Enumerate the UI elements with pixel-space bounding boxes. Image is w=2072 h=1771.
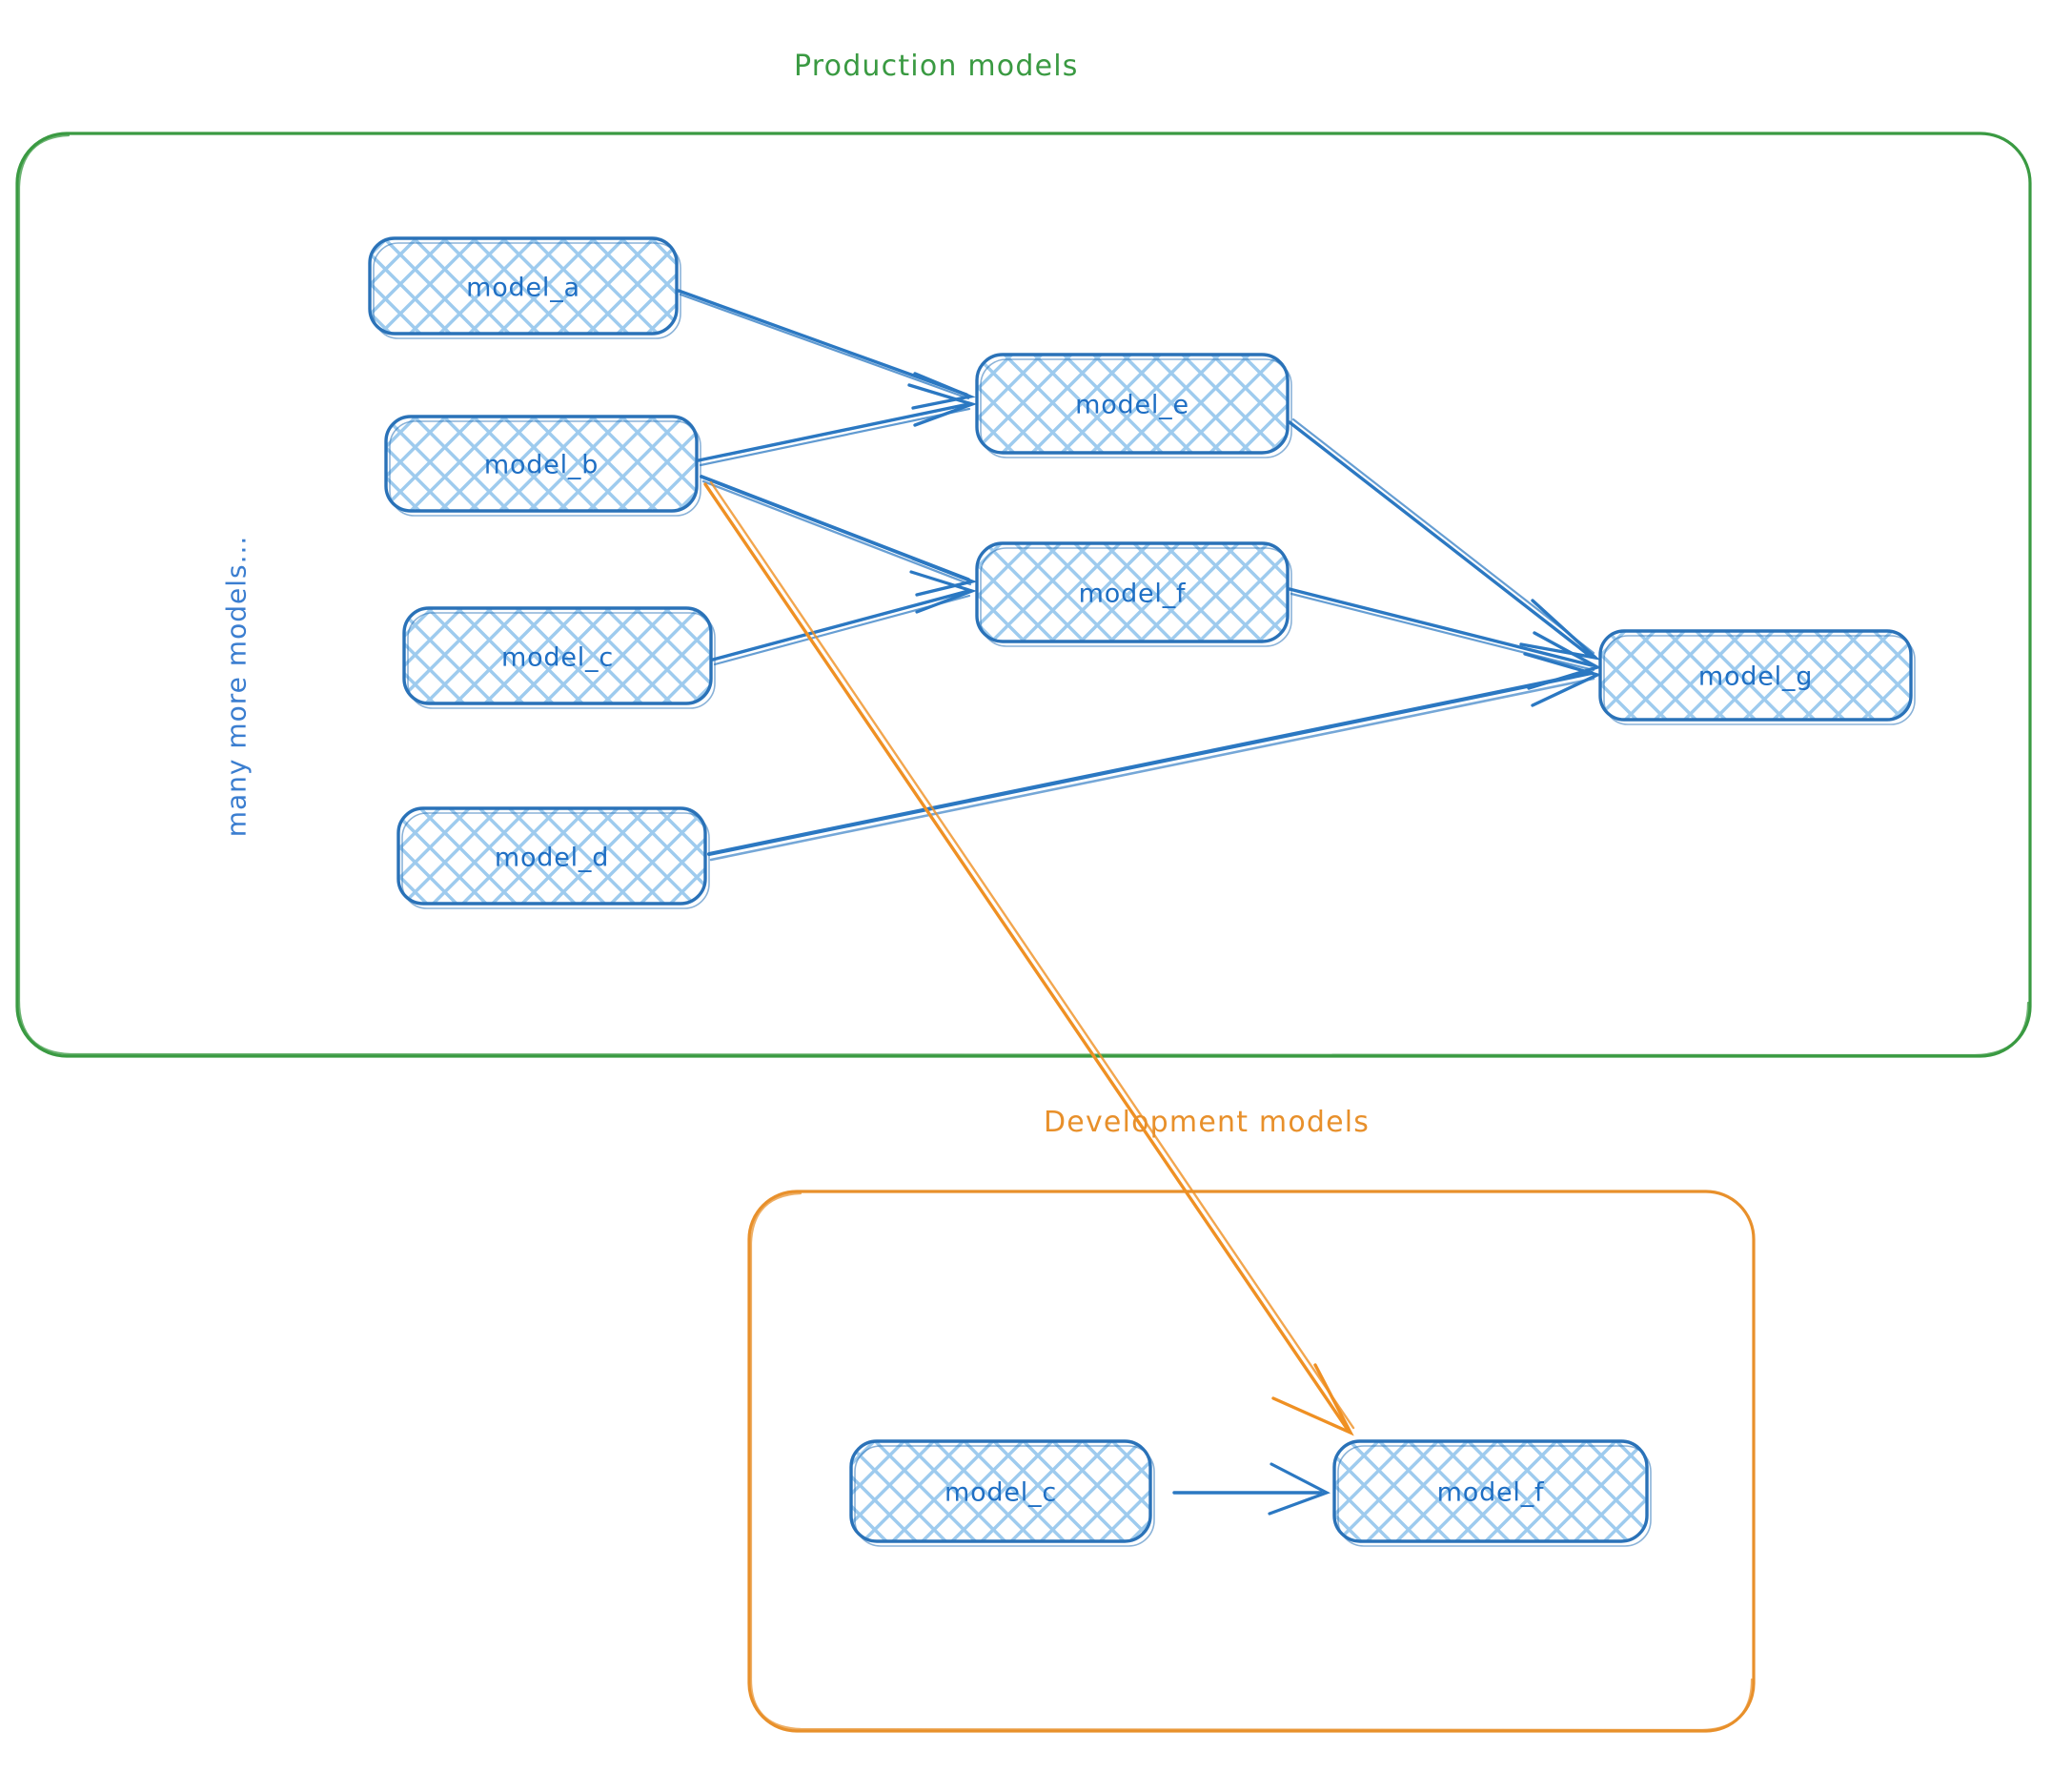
node-box[interactable] <box>402 606 713 705</box>
node-box-sketch <box>1337 1445 1652 1547</box>
node-prod-model-f[interactable] <box>975 541 1292 647</box>
many-more-models-label: many more models... <box>220 535 253 838</box>
node-box[interactable] <box>849 1439 1152 1543</box>
edge-model-f-to-model-g <box>1288 587 1602 690</box>
node-prod-model-b[interactable] <box>384 415 701 517</box>
node-prod-model-c[interactable] <box>402 606 716 709</box>
development-group-title: Development models <box>1044 1106 1371 1139</box>
node-box[interactable] <box>975 353 1290 455</box>
production-group-sketch-overlay <box>17 133 2030 1057</box>
node-box[interactable] <box>1332 1439 1649 1543</box>
node-box[interactable] <box>384 415 699 513</box>
edge-model-d-to-model-g <box>706 652 1602 862</box>
node-box[interactable] <box>975 541 1290 643</box>
node-prod-model-a[interactable] <box>368 236 681 339</box>
development-group-sketch-overlay <box>749 1191 1754 1732</box>
node-box[interactable] <box>1598 629 1913 722</box>
node-prod-model-e[interactable] <box>975 353 1292 458</box>
node-box-sketch <box>980 358 1292 458</box>
edge-model-b-to-model-e <box>697 383 978 467</box>
development-group-border <box>747 1190 1756 1733</box>
node-prod-model-g[interactable] <box>1598 629 1916 725</box>
node-box-sketch <box>373 242 681 339</box>
edge-layer-blue <box>677 289 1602 1516</box>
node-box-sketch <box>407 612 716 709</box>
node-box-sketch <box>401 812 710 909</box>
group-production <box>15 132 2032 1058</box>
edge-model-c-to-model-f <box>711 570 977 666</box>
node-dev-model-c[interactable] <box>849 1439 1155 1547</box>
node-box-sketch <box>1603 635 1916 725</box>
production-group-border <box>15 132 2032 1058</box>
edge-dev-model-c-to-dev-model-f <box>1172 1462 1331 1516</box>
node-box-sketch <box>389 420 701 517</box>
node-box-sketch <box>980 547 1292 647</box>
node-box-sketch <box>854 1445 1155 1547</box>
edge-model-b-to-model-f <box>700 475 978 597</box>
edge-model-a-to-model-e <box>677 289 976 410</box>
edge-model-e-to-model-g <box>1288 417 1601 661</box>
edge-layer-orange <box>703 480 1355 1436</box>
production-group-title: Production models <box>794 50 1079 83</box>
edge-prod-model-b-to-dev-model-f <box>703 480 1355 1436</box>
node-box[interactable] <box>396 806 707 906</box>
group-development <box>747 1190 1756 1733</box>
node-layer <box>368 236 1916 1547</box>
node-dev-model-f[interactable] <box>1332 1439 1652 1547</box>
node-prod-model-d[interactable] <box>396 806 710 909</box>
node-box[interactable] <box>368 236 679 336</box>
